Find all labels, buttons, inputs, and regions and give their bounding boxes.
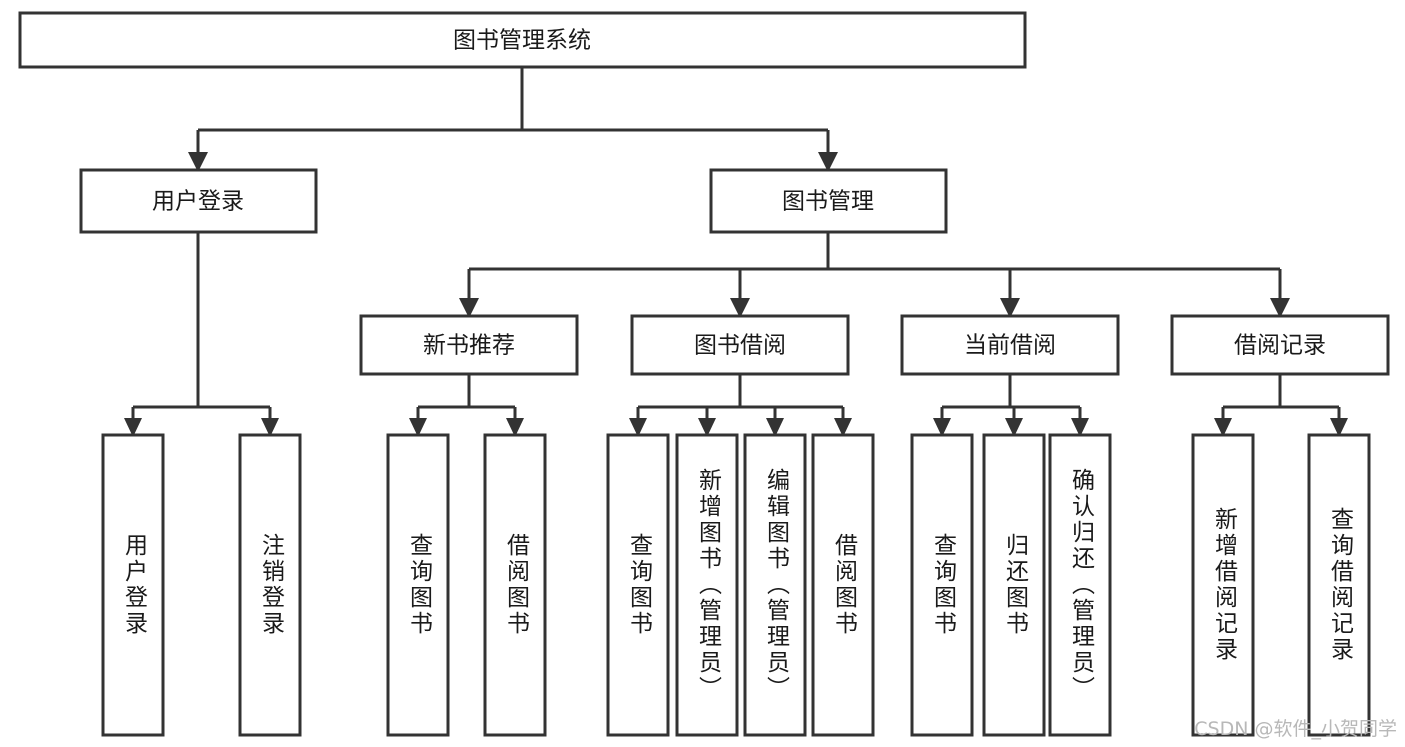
node-leaf-borrow-add-box[interactable] bbox=[675, 433, 739, 737]
arrowhead-leaf-cur-query bbox=[933, 418, 951, 437]
arrowhead-leaf-user-login bbox=[124, 418, 142, 437]
node-book-borrow-box[interactable] bbox=[630, 314, 850, 376]
node-new-book-rec-box[interactable] bbox=[359, 314, 579, 376]
node-user-login-box[interactable] bbox=[79, 168, 318, 234]
node-leaf-rec-borrow-box[interactable] bbox=[483, 433, 547, 737]
node-leaf-cur-confirm-box[interactable] bbox=[1048, 433, 1112, 737]
node-leaf-cur-query-box[interactable] bbox=[910, 433, 974, 737]
node-leaf-rec-add-box[interactable] bbox=[1191, 433, 1255, 737]
edge-layer bbox=[124, 67, 1348, 437]
node-root-box[interactable] bbox=[18, 11, 1027, 69]
arrowhead-leaf-user-logout bbox=[261, 418, 279, 437]
arrowhead-leaf-borrow-query bbox=[629, 418, 647, 437]
arrowhead-book-borrow bbox=[730, 298, 750, 318]
node-layer: 图书管理系统 用户登录 图书管理 新书推荐 图书借阅 当前借阅 借阅记录 bbox=[18, 11, 1390, 737]
node-new-book-rec-label: 新书推荐 bbox=[423, 333, 515, 359]
node-book-manage-box[interactable] bbox=[709, 168, 948, 234]
arrowhead-leaf-rec-search bbox=[1330, 418, 1348, 437]
node-book-manage-label: 图书管理 bbox=[782, 189, 874, 215]
node-leaf-borrow-query-box[interactable] bbox=[606, 433, 670, 737]
node-leaf-borrow-edit-box[interactable] bbox=[743, 433, 807, 737]
arrowhead-book-manage bbox=[818, 152, 838, 172]
arrowhead-current-borrow bbox=[1000, 298, 1020, 318]
node-borrow-record-label: 借阅记录 bbox=[1234, 333, 1326, 359]
arrowhead-borrow-record bbox=[1270, 298, 1290, 318]
node-borrow-record-box[interactable] bbox=[1170, 314, 1390, 376]
arrowhead-leaf-rec-borrow bbox=[506, 418, 524, 437]
node-leaf-cur-return-box[interactable] bbox=[982, 433, 1046, 737]
arrowhead-leaf-borrow-edit bbox=[766, 418, 784, 437]
arrowhead-leaf-cur-return bbox=[1005, 418, 1023, 437]
node-leaf-borrow-do-box[interactable] bbox=[811, 433, 875, 737]
node-leaf-rec-search-box[interactable] bbox=[1307, 433, 1371, 737]
node-leaf-user-logout-box[interactable] bbox=[238, 433, 302, 737]
arrowhead-leaf-borrow-do bbox=[834, 418, 852, 437]
node-leaf-rec-query-box[interactable] bbox=[386, 433, 450, 737]
arrowhead-new-book-rec bbox=[459, 298, 479, 318]
node-user-login-label: 用户登录 bbox=[152, 189, 244, 215]
watermark-text: CSDN @软件_小贺同学 bbox=[1194, 718, 1397, 740]
node-leaf-user-login-box[interactable] bbox=[101, 433, 165, 737]
arrowhead-leaf-rec-add bbox=[1214, 418, 1232, 437]
node-book-borrow-label: 图书借阅 bbox=[694, 333, 786, 359]
arrowhead-leaf-borrow-add bbox=[698, 418, 716, 437]
arrowhead-leaf-rec-query bbox=[409, 418, 427, 437]
node-current-borrow-box[interactable] bbox=[900, 314, 1120, 376]
node-root-label: 图书管理系统 bbox=[453, 28, 591, 54]
node-current-borrow-label: 当前借阅 bbox=[964, 333, 1056, 359]
arrowhead-leaf-cur-confirm bbox=[1071, 418, 1089, 437]
arrowhead-user-login bbox=[188, 152, 208, 172]
